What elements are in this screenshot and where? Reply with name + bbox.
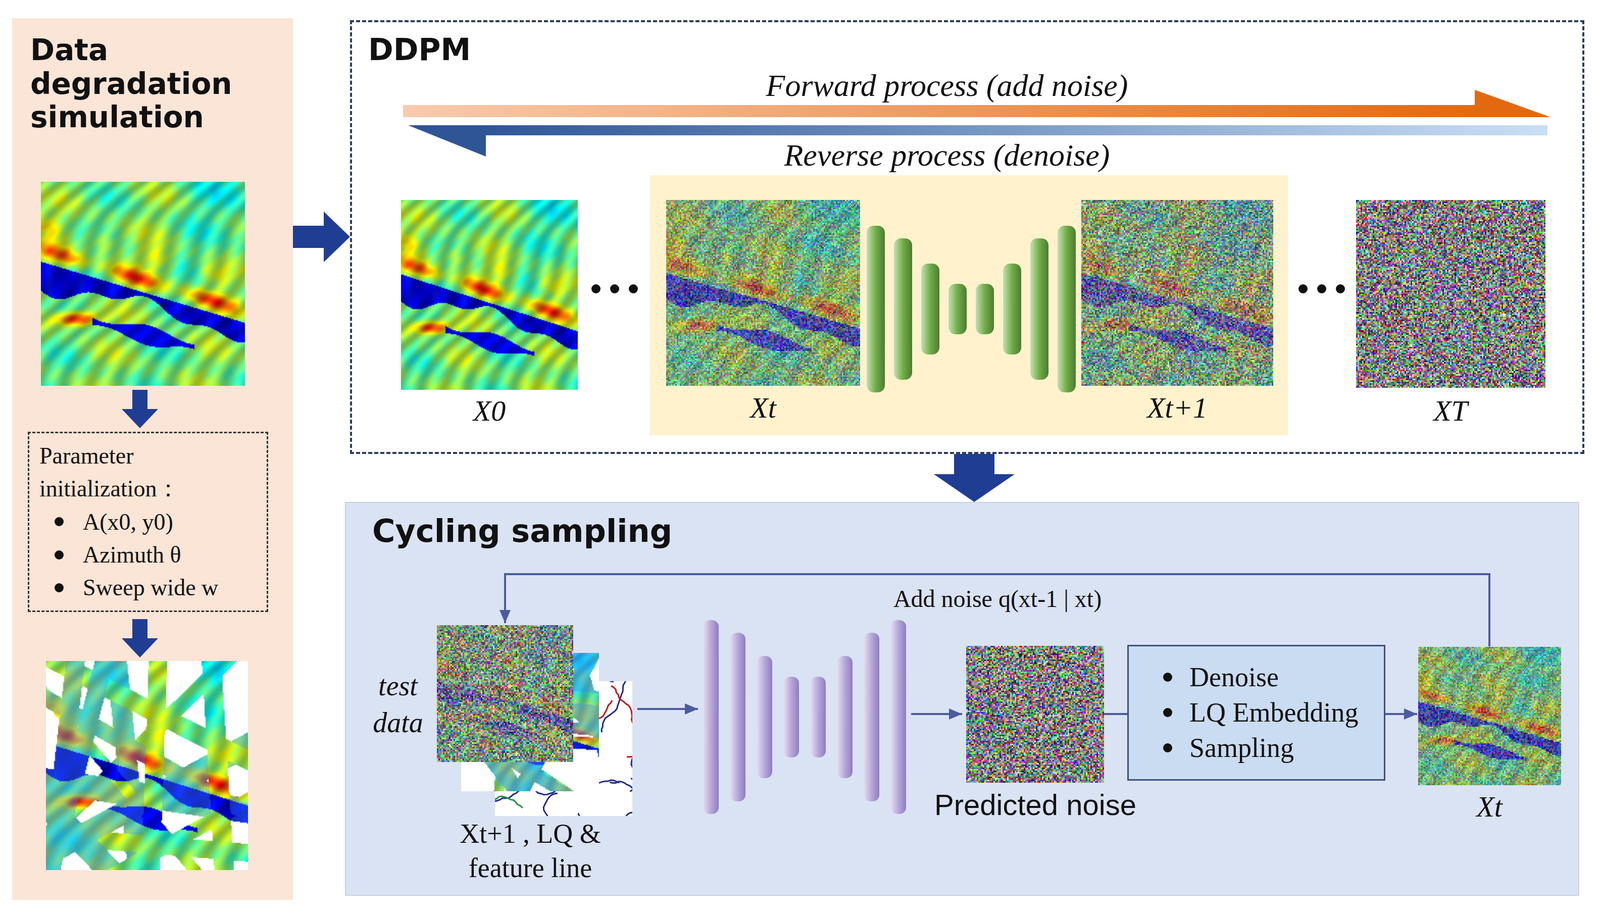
input-label: Xt+1 , LQ & feature line bbox=[434, 817, 627, 886]
block-arrow bbox=[933, 454, 1015, 503]
image-label: Predicted noise bbox=[934, 788, 1137, 822]
unet-bar bbox=[810, 676, 826, 758]
highlight-region bbox=[650, 175, 1288, 436]
flow-arrow bbox=[911, 713, 963, 716]
reverse-arrow-head bbox=[408, 125, 486, 157]
process-label: Forward process (add noise) bbox=[766, 69, 1129, 102]
loop-label: Add noise q(xt-1 | xt) bbox=[893, 585, 1102, 613]
terrain-image bbox=[401, 200, 578, 390]
unet-bar bbox=[890, 620, 907, 815]
bullet-dot bbox=[54, 550, 64, 560]
step-box: Denoise LQ EmbeddingSampling bbox=[1127, 644, 1386, 781]
process-label: Reverse process (denoise) bbox=[783, 139, 1110, 171]
image-label: X0 bbox=[473, 394, 506, 428]
flow-arrow bbox=[637, 708, 698, 711]
down-arrow bbox=[121, 389, 159, 429]
unet-bar bbox=[893, 238, 913, 380]
unet-bar bbox=[783, 676, 799, 758]
parameter-box: Parameter initialization： A(x0, y0) Azimut… bbox=[27, 431, 269, 613]
noisy-image bbox=[436, 625, 574, 763]
unet-bar bbox=[864, 632, 880, 802]
text-row: Azimuth θ bbox=[39, 538, 257, 572]
block-arrow bbox=[292, 211, 350, 263]
terrain-image bbox=[40, 181, 245, 386]
text-row: A(x0, y0) bbox=[39, 505, 257, 539]
node-text: Azimuth θ bbox=[82, 541, 182, 568]
image-label: Xt bbox=[750, 391, 777, 425]
text-row: Sweep wide w bbox=[39, 571, 257, 605]
feedback-loop bbox=[505, 574, 1490, 647]
forward-arrow-head bbox=[1474, 89, 1551, 118]
ellipsis-dot bbox=[610, 284, 620, 294]
bullet-dot bbox=[54, 583, 64, 593]
flow-arrow bbox=[1385, 713, 1418, 716]
down-arrow bbox=[121, 619, 159, 658]
text-row: Denoise bbox=[1138, 659, 1374, 695]
node-text: LQ Embedding bbox=[1189, 697, 1359, 728]
text-row: Data degradation simulation bbox=[30, 33, 275, 135]
text-row: Parameter initialization： bbox=[39, 439, 257, 506]
image-label: Xt+1 bbox=[1146, 391, 1208, 425]
unet-bar bbox=[921, 263, 940, 355]
node-text: Parameter initialization： bbox=[39, 442, 181, 502]
ellipsis-dot bbox=[1335, 284, 1345, 294]
text-row: Cycling sampling bbox=[372, 513, 1553, 549]
unet-bar bbox=[757, 656, 773, 779]
unet-bar bbox=[730, 632, 746, 802]
node-text: Cycling sampling bbox=[372, 512, 673, 550]
noisy-image bbox=[1418, 646, 1562, 786]
bullet-dot bbox=[1163, 708, 1173, 718]
noisy-image bbox=[666, 200, 861, 386]
unet-bar bbox=[948, 283, 967, 335]
unet-bar bbox=[1057, 225, 1076, 393]
node-text: Sampling bbox=[1189, 732, 1294, 764]
unet-bar bbox=[1030, 238, 1049, 380]
node-text: Denoise bbox=[1189, 662, 1279, 693]
text-row: Sampling bbox=[1138, 730, 1374, 766]
image-label: XT bbox=[1433, 394, 1468, 428]
noise-image bbox=[1356, 200, 1546, 388]
node-text: DDPM bbox=[368, 31, 471, 68]
text-row: LQ Embedding bbox=[1138, 694, 1374, 731]
unet-bar bbox=[703, 620, 719, 815]
text-row: DDPM bbox=[368, 32, 1567, 68]
degraded-terrain-image bbox=[45, 661, 248, 871]
ellipsis-dot bbox=[591, 284, 601, 294]
bullet-dot bbox=[1163, 672, 1173, 682]
node-text: Sweep wide w bbox=[82, 574, 219, 601]
node-text: A(x0, y0) bbox=[82, 509, 174, 535]
reverse-arrow-bar bbox=[479, 125, 1548, 136]
side-panel: Data degradation simulationParameter ini… bbox=[12, 18, 293, 900]
noisy-image bbox=[1081, 200, 1274, 386]
bullet-dot bbox=[54, 517, 64, 527]
unet-bar bbox=[866, 225, 885, 393]
image-label: Xt bbox=[1476, 790, 1503, 824]
input-label: test data bbox=[362, 667, 434, 742]
ellipsis-dot bbox=[1298, 284, 1308, 294]
unet-bar bbox=[1003, 263, 1022, 355]
ellipsis-dot bbox=[628, 284, 638, 294]
flow-line bbox=[1104, 713, 1128, 716]
unet-bar bbox=[975, 283, 994, 335]
bullet-dot bbox=[1163, 743, 1173, 753]
degraded-terrain-image bbox=[461, 653, 599, 792]
forward-arrow-bar bbox=[403, 105, 1480, 118]
feature-line-image bbox=[494, 681, 633, 817]
noise-image bbox=[966, 645, 1105, 783]
unet-bar bbox=[837, 656, 853, 779]
node-text: Data degradation simulation bbox=[30, 32, 233, 135]
ellipsis-dot bbox=[1317, 284, 1327, 294]
